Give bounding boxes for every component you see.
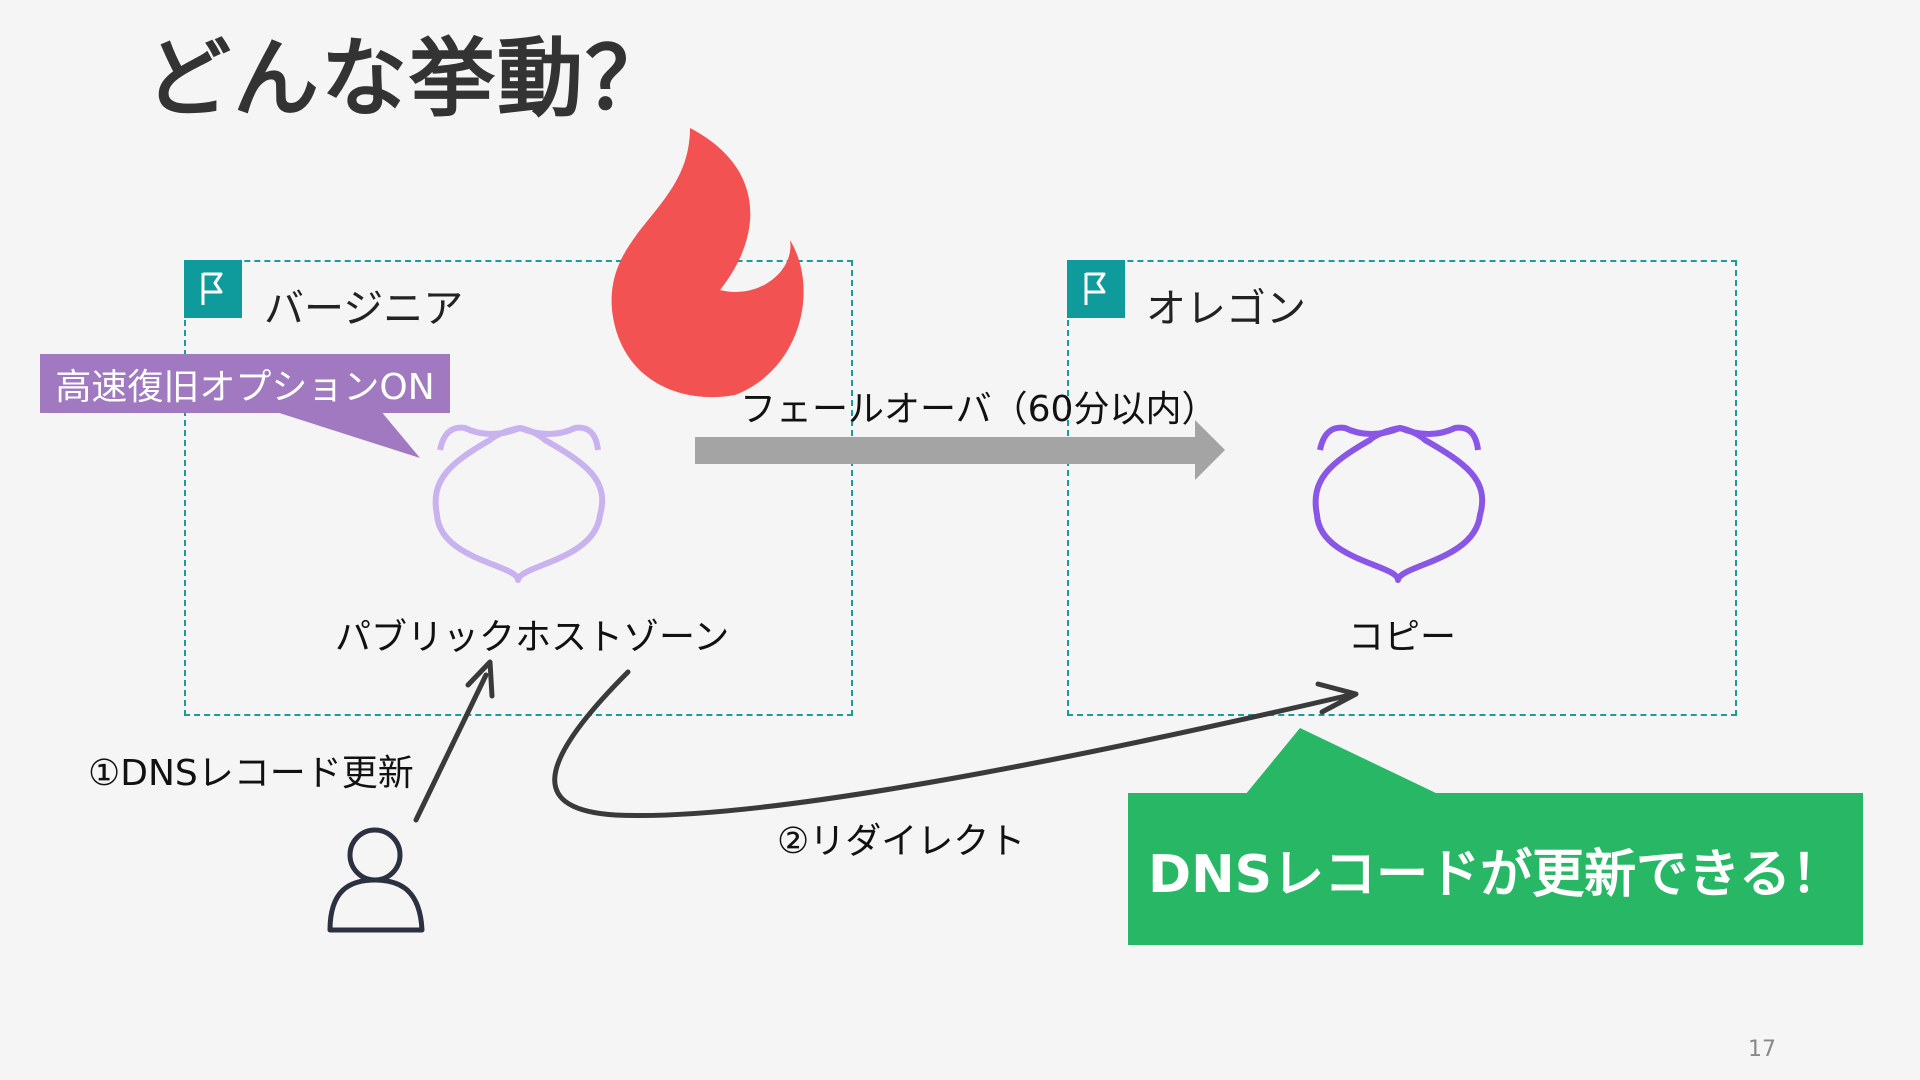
redirect-label: ②リダイレクト xyxy=(777,821,1026,862)
node-copy: コピー xyxy=(1348,617,1457,658)
dns-update-arrow xyxy=(413,672,489,823)
redirect-arrow xyxy=(552,669,1353,818)
node-public-zone: パブリックホストゾーン xyxy=(335,617,730,658)
fire-icon xyxy=(611,128,804,398)
failover-arrow xyxy=(695,420,1225,480)
shield-icon xyxy=(432,425,606,583)
shield-icon xyxy=(1312,425,1486,583)
callout-fast-recovery: 高速復旧オプションON xyxy=(40,354,450,413)
failover-label: フェールオーバ（60分以内） xyxy=(740,389,1218,430)
callout-tail xyxy=(1245,728,1440,795)
callout-dns-updatable: DNSレコードが更新できる！ xyxy=(1128,793,1863,945)
flag-icon xyxy=(184,260,242,318)
region-oregon xyxy=(1067,260,1737,716)
slide-title: どんな挙動？ xyxy=(145,29,673,129)
callout-tail xyxy=(270,410,420,458)
flag-icon xyxy=(1067,260,1125,318)
region-label-oregon: オレゴン xyxy=(1146,286,1306,332)
user-icon xyxy=(327,827,425,933)
dns-update-label: ①DNSレコード更新 xyxy=(88,753,414,794)
page-number: 17 xyxy=(1748,1037,1776,1062)
region-virginia xyxy=(184,260,853,716)
region-label-virginia: バージニア xyxy=(264,286,464,332)
